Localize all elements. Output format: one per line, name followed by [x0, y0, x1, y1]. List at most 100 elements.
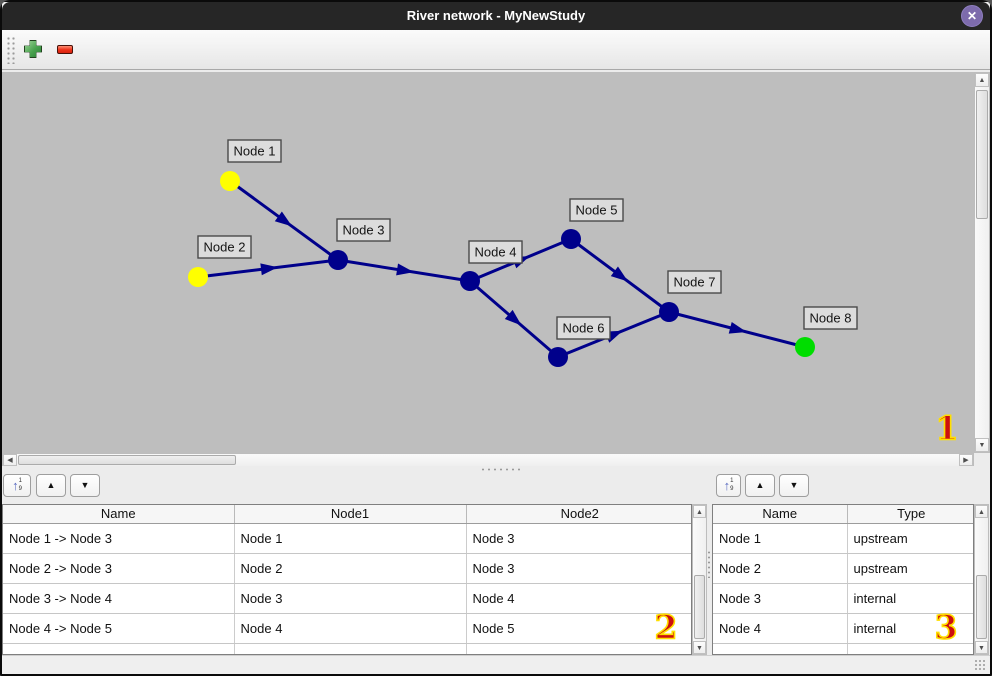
table-cell[interactable]: Node 2	[713, 553, 848, 584]
scroll-down-button[interactable]: ▼	[975, 438, 989, 452]
node-label-node-2: Node 2	[197, 235, 252, 259]
table-cell[interactable]: Node 4	[713, 613, 848, 644]
flow-direction-arrow-icon	[610, 266, 629, 282]
vertical-scroll-thumb[interactable]	[976, 90, 988, 219]
flow-direction-arrow-icon	[274, 211, 293, 227]
table-cell[interactable]: Node 1 -> Node 3	[3, 523, 235, 554]
nodes-move-down-button[interactable]: ▼	[779, 474, 809, 497]
node-node-5[interactable]	[561, 229, 581, 249]
table-cell[interactable]: internal	[847, 583, 973, 614]
table-cell[interactable]: Node 2 -> Node 3	[3, 553, 235, 584]
table-cell[interactable]: Node 3	[466, 523, 691, 554]
table-cell[interactable]: Node 3	[713, 583, 848, 614]
node-label-node-1: Node 1	[227, 139, 282, 163]
horizontal-scroll-thumb[interactable]	[18, 455, 236, 465]
resize-grip-icon[interactable]	[974, 659, 986, 671]
svg-text:Node 2: Node 2	[204, 240, 246, 255]
node-node-3[interactable]	[328, 250, 348, 270]
canvas-horizontal-scrollbar[interactable]: ◀ ▶	[2, 453, 974, 467]
scroll-up-button[interactable]: ▲	[693, 505, 706, 518]
scroll-left-button[interactable]: ◀	[3, 454, 17, 466]
move-down-icon: ▼	[80, 480, 90, 490]
node-node-2[interactable]	[188, 267, 208, 287]
splitter-handle-icon	[480, 468, 520, 471]
table-cell[interactable]: Node 3 -> Node 4	[3, 583, 235, 614]
column-header[interactable]: Name	[713, 505, 848, 524]
arrow-down-icon: ▼	[978, 442, 986, 449]
horizontal-pane-splitter[interactable]	[2, 466, 990, 472]
node-label-node-7: Node 7	[667, 270, 722, 294]
table-cell[interactable]: Node 4	[234, 613, 467, 644]
node-label-node-5: Node 5	[569, 198, 624, 222]
network-canvas[interactable]: Node 1 Node 2 Node 3 Node 4 Node 5 Node 6 Node…	[2, 72, 974, 453]
node-node-7[interactable]	[659, 302, 679, 322]
table-cell[interactable]: internal	[847, 613, 973, 644]
table-cell[interactable]: Node 4	[466, 583, 691, 614]
links-table-scrollbar[interactable]: ▲ ▼	[692, 504, 707, 655]
callout-number-1: 1	[935, 408, 960, 449]
table-cell[interactable]: Node 2	[234, 553, 467, 584]
node-node-8[interactable]	[795, 337, 815, 357]
table-cell[interactable]: Node 1	[234, 523, 467, 554]
node-node-6[interactable]	[548, 347, 568, 367]
arrow-down-icon: ▼	[978, 645, 985, 652]
close-button[interactable]: ✕	[961, 5, 983, 27]
toolbar-drag-handle[interactable]	[6, 36, 15, 64]
table-cell[interactable]: Node 1	[713, 523, 848, 554]
scroll-down-button[interactable]: ▼	[975, 641, 988, 654]
status-bar	[2, 655, 990, 674]
nodes-scroll-thumb[interactable]	[976, 575, 987, 639]
scroll-right-button[interactable]: ▶	[959, 454, 973, 466]
remove-button[interactable]	[52, 36, 78, 62]
table-row	[3, 643, 691, 654]
title-bar[interactable]: River network - MyNewStudy ✕	[2, 2, 990, 30]
column-header[interactable]: Node2	[466, 505, 691, 524]
node-node-4[interactable]	[460, 271, 480, 291]
minus-icon	[57, 44, 73, 54]
node-label-node-8: Node 8	[803, 306, 858, 330]
table-cell[interactable]: upstream	[847, 523, 973, 554]
nodes-table-scrollbar[interactable]: ▲ ▼	[974, 504, 989, 655]
flow-direction-arrow-icon	[504, 309, 522, 326]
nodes-move-up-button[interactable]: ▲	[745, 474, 775, 497]
links-scroll-thumb[interactable]	[694, 575, 705, 639]
table-cell[interactable]: Node 3	[234, 583, 467, 614]
scroll-up-button[interactable]: ▲	[975, 73, 989, 87]
links-move-down-button[interactable]: ▼	[70, 474, 100, 497]
column-header[interactable]: Type	[847, 505, 973, 524]
table-cell[interactable]: Node 4 -> Node 5	[3, 613, 235, 644]
svg-text:Node 4: Node 4	[475, 245, 517, 260]
column-header[interactable]: Name	[3, 505, 235, 524]
add-button[interactable]	[20, 36, 46, 62]
table-cell[interactable]: Node 5	[466, 613, 691, 644]
river-network-diagram: Node 1 Node 2 Node 3 Node 4 Node 5 Node 6 Node…	[188, 139, 858, 367]
scroll-down-button[interactable]: ▼	[693, 641, 706, 654]
column-header[interactable]: Node1	[234, 505, 467, 524]
svg-text:Node 5: Node 5	[576, 203, 618, 218]
table-cell[interactable]: Node 3	[466, 553, 691, 584]
canvas-vertical-scrollbar[interactable]: ▲ ▼	[974, 72, 990, 453]
node-node-1[interactable]	[220, 171, 240, 191]
table-splitter-handle[interactable]	[707, 550, 712, 578]
scroll-up-button[interactable]: ▲	[975, 505, 988, 518]
table-cell[interactable]: upstream	[847, 553, 973, 584]
node-label-node-6: Node 6	[556, 316, 611, 340]
arrow-up-icon: ▲	[978, 77, 986, 84]
node-label-node-3: Node 3	[336, 218, 391, 242]
links-move-up-button[interactable]: ▲	[36, 474, 66, 497]
table-row	[713, 643, 973, 654]
